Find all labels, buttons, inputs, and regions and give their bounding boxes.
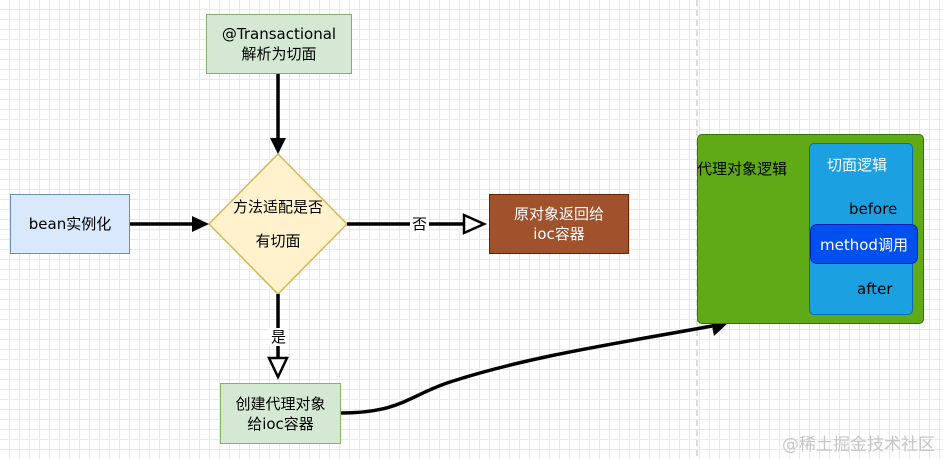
watermark: @稀土掘金技术社区 [782, 435, 935, 455]
method-call-node: method调用 [810, 224, 918, 264]
edge-transactional-to-decision [270, 74, 286, 154]
original-object-node: 原对象返回给 ioc容器 [489, 194, 629, 254]
create-proxy-node: 创建代理对象 给ioc容器 [220, 383, 341, 444]
proxy-logic-label: 代理对象逻辑 [697, 160, 788, 178]
edge-label-yes: 是 [269, 328, 289, 346]
edge-bean-to-decision [130, 216, 209, 232]
decision-label: 方法适配是否 有切面 [232, 198, 323, 250]
edge-decision-to-create-proxy [267, 294, 289, 380]
before-label: before [849, 200, 898, 218]
edge-label-no: 否 [410, 215, 430, 233]
after-label: after [857, 280, 893, 298]
bean-instantiation-node: bean实例化 [10, 194, 130, 254]
aspect-logic-label: 切面逻辑 [826, 155, 887, 174]
edge-create-proxy-to-proxy-logic [340, 316, 728, 415]
transactional-node: @Transactional 解析为切面 [206, 14, 352, 74]
edge-decision-to-original [347, 213, 488, 235]
